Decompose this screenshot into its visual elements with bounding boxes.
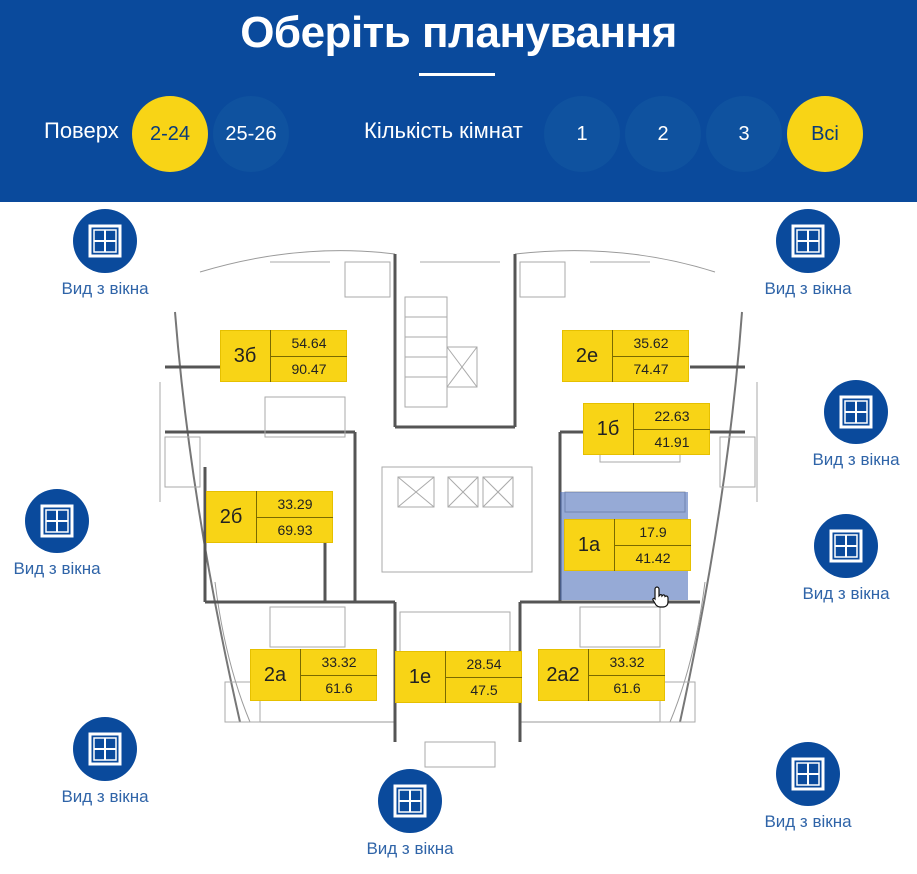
unit-areas: 28.54 47.5 — [445, 651, 522, 703]
floor-option-25-26[interactable]: 25-26 — [213, 96, 289, 172]
unit-1a[interactable]: 1а 17.9 41.42 — [564, 519, 691, 571]
view-label: Вид з вікна — [802, 584, 890, 603]
unit-living-area: 33.32 — [589, 649, 665, 676]
unit-code: 2б — [219, 505, 243, 528]
unit-total-area: 61.6 — [613, 680, 641, 697]
window-icon — [73, 209, 137, 273]
view-from-window-right-upper[interactable]: Вид з вікна — [796, 380, 916, 470]
view-from-window-bottom[interactable]: Вид з вікна — [350, 769, 470, 859]
window-icon — [378, 769, 442, 833]
unit-living-area: 33.32 — [301, 649, 377, 676]
view-label: Вид з вікна — [764, 279, 852, 298]
unit-areas: 35.62 74.47 — [612, 330, 689, 382]
unit-total-area: 47.5 — [470, 682, 498, 699]
floor-filter-label: Поверх — [44, 118, 119, 143]
unit-living-area: 54.64 — [271, 330, 347, 357]
unit-code: 1а — [577, 533, 601, 556]
window-icon — [776, 742, 840, 806]
unit-total-area: 90.47 — [291, 361, 327, 378]
unit-code: 2а — [263, 663, 287, 686]
window-icon — [814, 514, 878, 578]
view-label: Вид з вікна — [764, 812, 852, 831]
window-icon — [25, 489, 89, 553]
view-label: Вид з вікна — [61, 279, 149, 298]
unit-1b[interactable]: 1б 22.63 41.91 — [583, 403, 710, 455]
unit-total-area: 69.93 — [277, 522, 313, 539]
unit-code: 2е — [575, 344, 599, 367]
window-icon — [73, 717, 137, 781]
unit-living-area: 33.29 — [257, 491, 333, 518]
unit-areas: 33.29 69.93 — [256, 491, 333, 543]
unit-code: 2а2 — [546, 663, 580, 686]
window-icon — [824, 380, 888, 444]
unit-areas: 33.32 61.6 — [300, 649, 377, 701]
unit-total-area: 41.42 — [635, 550, 671, 567]
view-from-window-right-lower[interactable]: Вид з вікна — [786, 514, 906, 604]
header: Оберіть планування Поверх 2-24 25-26 Кіл… — [0, 0, 917, 202]
rooms-option-3[interactable]: 3 — [706, 96, 782, 172]
unit-living-area: 17.9 — [615, 519, 691, 546]
view-label: Вид з вікна — [13, 559, 101, 578]
unit-1e[interactable]: 1е 28.54 47.5 — [395, 651, 522, 703]
title-underline — [419, 73, 495, 76]
unit-areas: 33.32 61.6 — [588, 649, 665, 701]
rooms-option-all[interactable]: Всі — [787, 96, 863, 172]
view-from-window-bottom-left[interactable]: Вид з вікна — [45, 717, 165, 807]
unit-living-area: 35.62 — [613, 330, 689, 357]
unit-areas: 22.63 41.91 — [633, 403, 710, 455]
view-label: Вид з вікна — [812, 450, 900, 469]
unit-2a2[interactable]: 2а2 33.32 61.6 — [538, 649, 665, 701]
unit-areas: 17.9 41.42 — [614, 519, 691, 571]
floor-option-2-24[interactable]: 2-24 — [132, 96, 208, 172]
view-from-window-top-left[interactable]: Вид з вікна — [45, 209, 165, 299]
unit-areas: 54.64 90.47 — [270, 330, 347, 382]
unit-total-area: 61.6 — [325, 680, 353, 697]
floor-plan: 3б 54.64 90.47 2е 35.62 74.47 1б 22.63 4… — [0, 202, 917, 874]
rooms-option-2[interactable]: 2 — [625, 96, 701, 172]
unit-code: 3б — [233, 344, 257, 367]
rooms-filter-label: Кількість кімнат — [364, 118, 523, 143]
unit-living-area: 28.54 — [446, 651, 522, 678]
window-icon — [776, 209, 840, 273]
view-from-window-top-right[interactable]: Вид з вікна — [748, 209, 868, 299]
unit-code: 1е — [408, 665, 432, 688]
view-from-window-left[interactable]: Вид з вікна — [0, 489, 117, 579]
unit-living-area: 22.63 — [634, 403, 710, 430]
unit-2a[interactable]: 2а 33.32 61.6 — [250, 649, 377, 701]
view-label: Вид з вікна — [366, 839, 454, 858]
unit-3b[interactable]: 3б 54.64 90.47 — [220, 330, 347, 382]
unit-2e[interactable]: 2е 35.62 74.47 — [562, 330, 689, 382]
unit-code: 1б — [596, 417, 620, 440]
view-from-window-bottom-right[interactable]: Вид з вікна — [748, 742, 868, 832]
unit-2b[interactable]: 2б 33.29 69.93 — [206, 491, 333, 543]
unit-total-area: 41.91 — [654, 434, 690, 451]
page-title: Оберіть планування — [240, 8, 677, 57]
unit-total-area: 74.47 — [633, 361, 669, 378]
view-label: Вид з вікна — [61, 787, 149, 806]
rooms-option-1[interactable]: 1 — [544, 96, 620, 172]
hand-pointer-icon — [652, 586, 670, 613]
